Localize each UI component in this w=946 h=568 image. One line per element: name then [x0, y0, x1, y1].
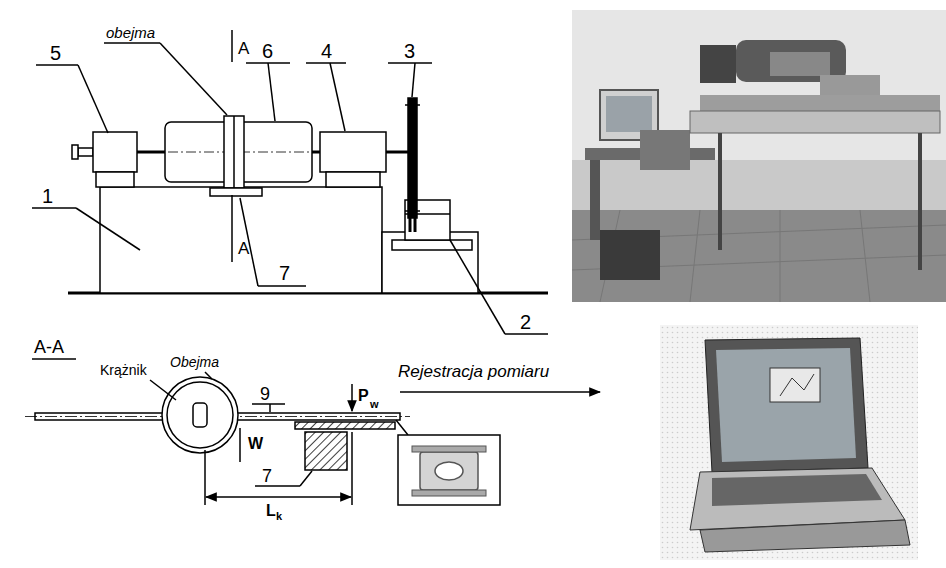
callout-number: 5: [50, 43, 61, 63]
section-title: A-A: [34, 338, 64, 356]
dimension-subscript: k: [276, 511, 282, 522]
callout-number: 6: [262, 41, 273, 61]
callout-number: 4: [321, 41, 332, 61]
part-name: obejma: [106, 25, 155, 40]
section-mark: A: [238, 240, 249, 257]
callout-number: 7: [262, 467, 272, 485]
part-name: Obejma: [170, 355, 219, 369]
lab-photo: [572, 10, 946, 302]
callout-number: 3: [404, 41, 415, 61]
signal-note: Rejestracja pomiaru: [398, 363, 549, 380]
section-mark: A: [238, 40, 249, 57]
test-stand-drawing: [32, 30, 548, 334]
callout-number: 1: [42, 186, 53, 206]
callout-number: 2: [520, 312, 531, 332]
callout-number: 7: [279, 263, 290, 283]
part-name: Krążnik: [100, 363, 147, 377]
force-subscript: w: [370, 399, 379, 410]
section-drawing: [25, 359, 600, 505]
callout-number: 9: [260, 385, 270, 403]
force-symbol: P: [358, 388, 369, 404]
dimension-label: L: [266, 503, 276, 519]
dimension-label: W: [248, 436, 263, 452]
laptop-photo: [660, 325, 918, 560]
